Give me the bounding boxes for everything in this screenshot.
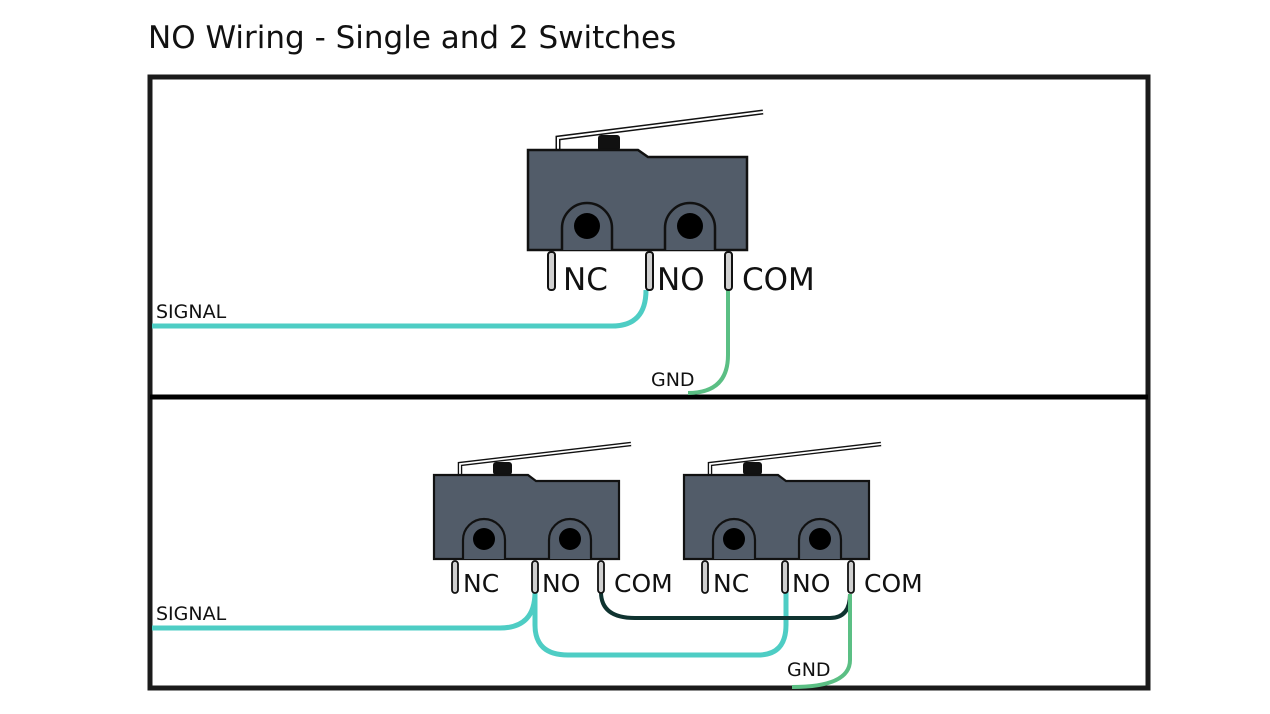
pin-label-no: NO xyxy=(792,569,830,598)
pin-nc xyxy=(547,251,556,291)
plunger xyxy=(743,462,762,475)
microswitch-2: NC NO COM xyxy=(682,441,923,598)
plunger xyxy=(493,462,512,475)
microswitch: NC NO COM xyxy=(526,109,815,298)
mount-hole-icon xyxy=(559,528,581,550)
pin-no xyxy=(531,560,539,594)
mount-hole-icon xyxy=(809,528,831,550)
pin-no xyxy=(781,560,789,594)
pin-label-com: COM xyxy=(614,569,673,598)
pin-com xyxy=(724,251,733,291)
pin-label-com: COM xyxy=(742,262,815,298)
gnd-wire xyxy=(791,594,852,689)
pin-nc xyxy=(451,560,459,594)
mount-hole-icon xyxy=(473,528,495,550)
pin-label-nc: NC xyxy=(563,262,608,298)
signal-wire xyxy=(152,289,649,329)
lever-arm xyxy=(457,441,632,474)
mount-hole-icon xyxy=(574,213,600,239)
panel-single-switch: SIGNAL GND NC NO COM xyxy=(152,109,815,395)
signal-label: SIGNAL xyxy=(156,301,227,323)
pin-label-com: COM xyxy=(864,569,923,598)
pin-com xyxy=(597,560,605,594)
pin-label-no: NO xyxy=(657,262,705,298)
pin-label-nc: NC xyxy=(713,569,749,598)
diagram-title: NO Wiring - Single and 2 Switches xyxy=(148,20,677,56)
plunger xyxy=(598,135,620,151)
pin-no xyxy=(645,251,654,291)
gnd-label: GND xyxy=(787,659,831,681)
panel-two-switches: SIGNAL GND NC NO COM xyxy=(152,441,923,689)
pin-nc xyxy=(701,560,709,594)
pin-label-no: NO xyxy=(542,569,580,598)
pin-label-nc: NC xyxy=(463,569,499,598)
microswitch-1: NC NO COM xyxy=(432,441,673,598)
diagram-frame xyxy=(147,74,1151,691)
gnd-wire xyxy=(687,290,730,395)
signal-label: SIGNAL xyxy=(156,603,227,625)
lever-arm xyxy=(555,109,764,150)
gnd-label: GND xyxy=(651,369,695,391)
lever-arm xyxy=(707,441,882,474)
no-bridge-wire xyxy=(532,592,789,658)
mount-hole-icon xyxy=(677,213,703,239)
com-bridge-wire xyxy=(599,591,852,620)
pin-com xyxy=(847,560,855,594)
mount-hole-icon xyxy=(723,528,745,550)
